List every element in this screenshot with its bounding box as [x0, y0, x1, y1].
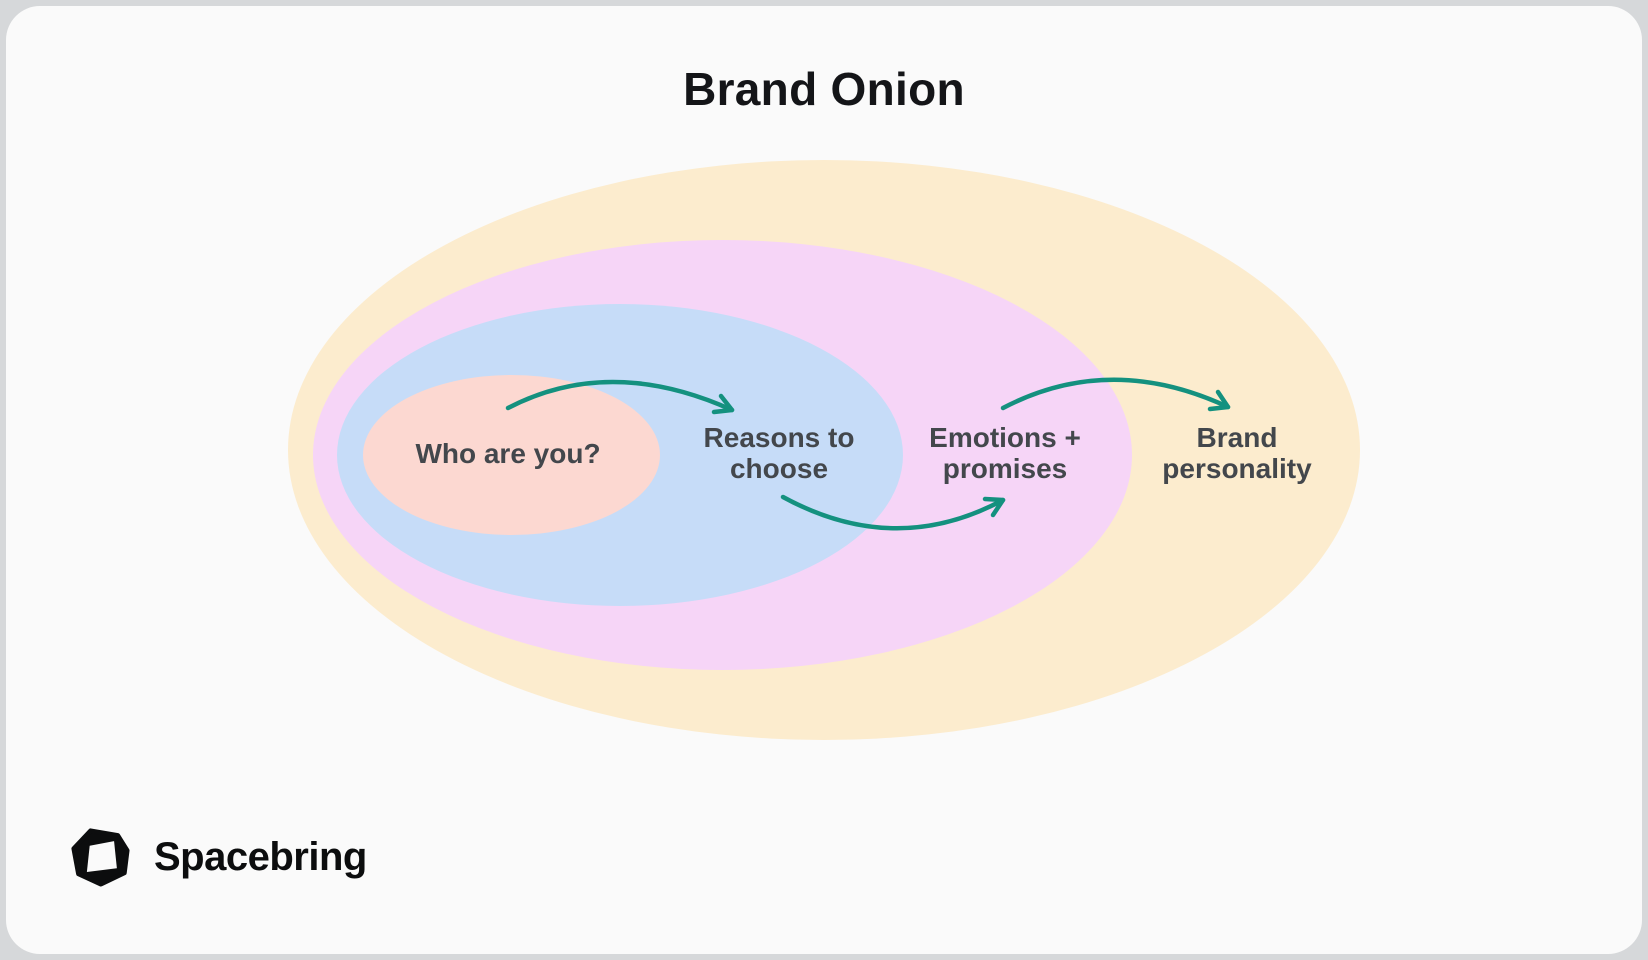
canvas-card: Brand Onion Who are you? Reasons to choo… [6, 6, 1642, 954]
spacebring-cube-icon [71, 828, 130, 887]
page-title: Brand Onion [683, 63, 965, 115]
layer-label-brand-personality: Brand personality [1162, 422, 1312, 484]
layer-label-reasons-to-choose: Reasons to choose [703, 422, 855, 484]
layer-label-emotions-promises: Emotions + promises [929, 422, 1081, 484]
layer-label-who-are-you: Who are you? [415, 438, 601, 469]
brand-name-text: Spacebring [154, 834, 367, 879]
footer-brand-lockup: Spacebring [70, 826, 367, 888]
